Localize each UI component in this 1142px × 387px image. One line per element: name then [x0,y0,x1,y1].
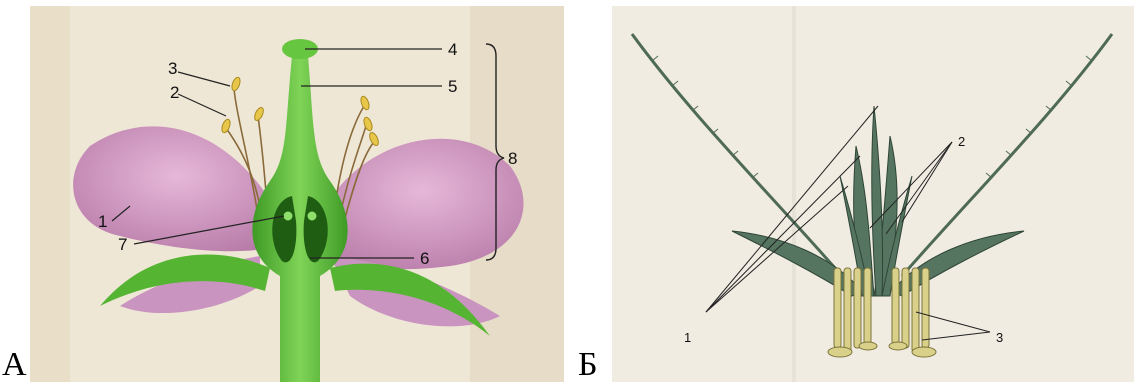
label-a-1: 1 [98,212,107,231]
label-a-3: 3 [168,59,177,78]
panel-b-letter: Б [578,348,598,382]
ovule-left [283,211,293,221]
ovule-right [307,211,317,221]
label-a-5: 5 [448,77,457,96]
label-a-6: 6 [420,249,429,268]
label-a-4: 4 [448,40,457,59]
flower-section-svg: 1 2 3 4 5 6 7 8 [30,6,564,382]
label-a-2: 2 [170,83,179,102]
panel-a-letter: А [2,348,27,382]
flower-section-diagram: 1 2 3 4 5 6 7 8 [30,6,564,382]
label-b-3: 3 [996,330,1003,345]
label-a-8: 8 [508,149,517,168]
grass-flower-svg: 1 2 3 [612,6,1134,382]
grass-flower-diagram: 1 2 3 [612,6,1134,382]
label-b-2: 2 [958,134,965,149]
label-b-1: 1 [684,330,691,345]
label-a-7: 7 [118,235,127,254]
